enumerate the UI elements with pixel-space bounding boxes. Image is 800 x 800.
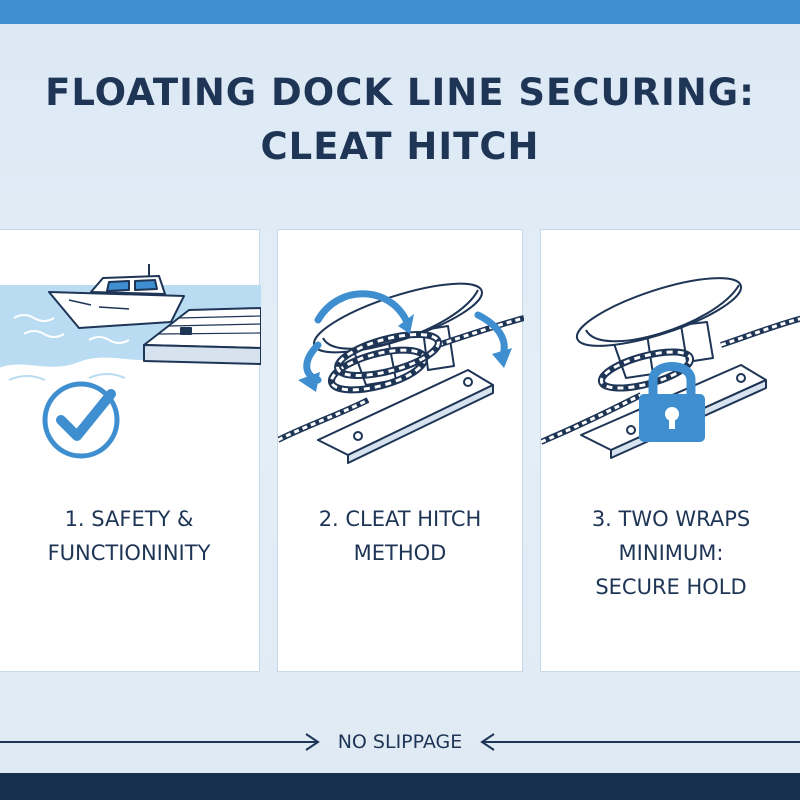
- checkmark-circle-icon: [42, 381, 120, 459]
- step-3-caption-line-1: 3. TWO WRAPS MINIMUM:: [591, 507, 751, 565]
- step-1-caption-line-1: 1. SAFETY &: [64, 507, 194, 531]
- page-title: FLOATING DOCK LINE SECURING: CLEAT HITCH: [0, 66, 800, 174]
- rotation-arrow-icon: [298, 290, 512, 392]
- padlock-icon: [639, 362, 705, 442]
- no-slippage-label: NO SLIPPAGE: [337, 731, 463, 753]
- step-3-caption-line-2: SECURE HOLD: [595, 575, 747, 599]
- bottom-accent-bar: [0, 773, 800, 800]
- arrow-left-icon: [480, 733, 800, 751]
- step-2-caption: 2. CLEAT HITCH METHOD: [278, 502, 522, 570]
- step-3-illustration: [541, 277, 800, 459]
- step-3-caption: 3. TWO WRAPS MINIMUM: SECURE HOLD: [541, 502, 800, 604]
- arrow-right-icon: [0, 733, 320, 751]
- rope-icon: [278, 315, 524, 443]
- footer-row: NO SLIPPAGE: [0, 724, 800, 760]
- step-2-caption-line-2: METHOD: [353, 541, 447, 565]
- top-accent-bar: [0, 0, 800, 24]
- footer-arrows: [0, 733, 800, 751]
- step-1-illustration: [0, 264, 261, 459]
- step-panel-3: 3. TWO WRAPS MINIMUM: SECURE HOLD: [540, 229, 800, 672]
- step-panel-2: 2. CLEAT HITCH METHOD: [277, 229, 524, 672]
- title-line-2: CLEAT HITCH: [260, 125, 540, 168]
- boat-icon: [48, 264, 185, 329]
- step-1-caption-line-2: FUNCTIONINITY: [47, 541, 211, 565]
- cleat-icon: [313, 282, 494, 464]
- step-1-caption: 1. SAFETY & FUNCTIONINITY: [0, 502, 259, 570]
- step-panel-1: 1. SAFETY & FUNCTIONINITY: [0, 229, 261, 672]
- dock-icon: [143, 307, 261, 365]
- step-2-caption-line-1: 2. CLEAT HITCH: [318, 507, 482, 531]
- step-2-illustration: [278, 282, 524, 464]
- title-line-1: FLOATING DOCK LINE SECURING:: [45, 71, 755, 114]
